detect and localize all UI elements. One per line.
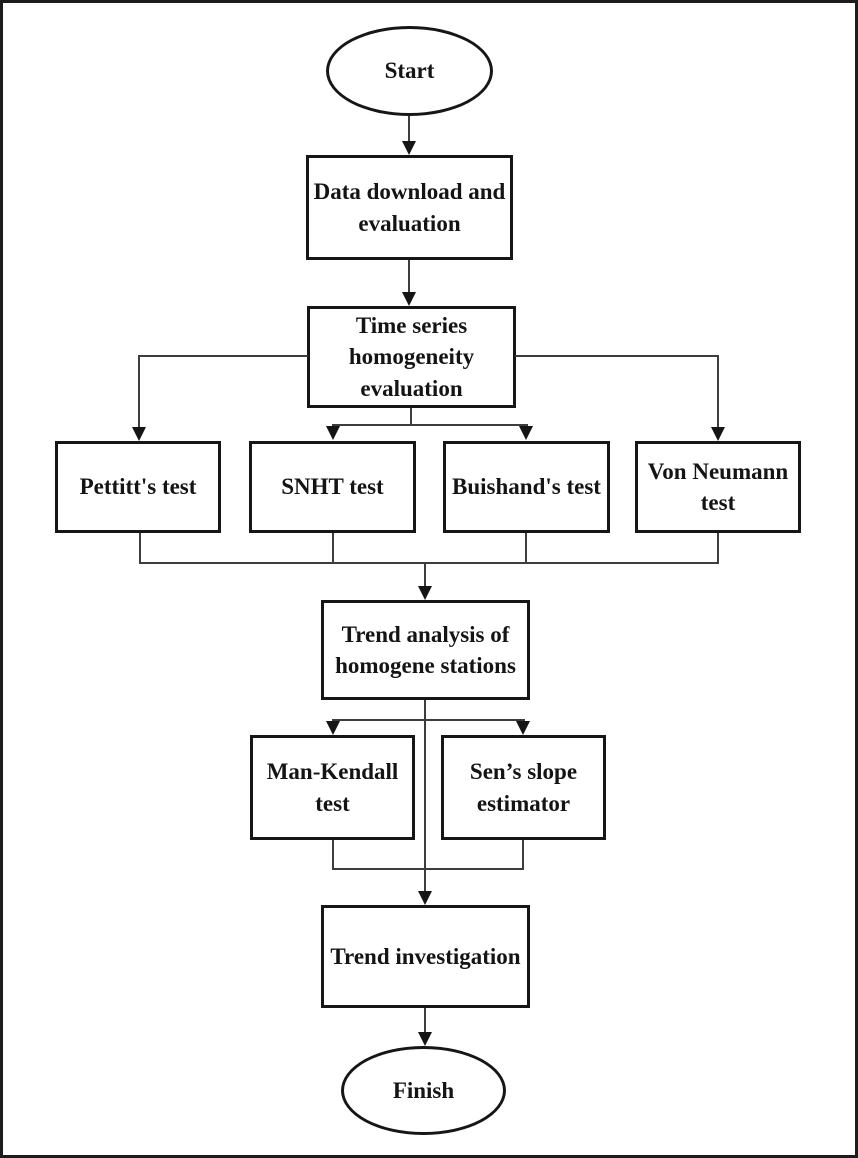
edge-time-pettitt-hline bbox=[139, 355, 308, 357]
arrowhead-down-icon bbox=[519, 426, 533, 440]
node-buishands-test: Buishand's test bbox=[443, 441, 610, 533]
arrowhead-down-icon bbox=[402, 141, 416, 155]
node-finish: Finish bbox=[341, 1046, 506, 1135]
edge-snht-out-line bbox=[332, 533, 334, 564]
arrowhead-down-icon bbox=[326, 426, 340, 440]
edge-time-pettitt-vline bbox=[138, 355, 140, 429]
node-start: Start bbox=[326, 26, 493, 116]
arrowhead-down-icon bbox=[418, 891, 432, 905]
arrowhead-down-icon bbox=[326, 721, 340, 735]
edge-collector-trendanalysis-line bbox=[424, 564, 426, 588]
edge-trendinvestigation-finish-line bbox=[424, 1008, 426, 1034]
node-trend-analysis-homogene-stations: Trend analysis of homogene stations bbox=[321, 600, 530, 700]
node-snht-test: SNHT test bbox=[249, 441, 416, 533]
edge-sensslope-out-line bbox=[522, 840, 524, 870]
edge-start-data-line bbox=[408, 116, 410, 143]
edge-mankendall-out-line bbox=[332, 840, 334, 870]
edge-tests2-collector-hline bbox=[332, 868, 524, 870]
edge-trendanalysis-main-line bbox=[424, 700, 426, 892]
node-von-neumann-test: Von Neumann test bbox=[635, 441, 801, 533]
edge-trendanalysis-branch-hline bbox=[332, 719, 525, 721]
edge-time-bottom-stub bbox=[410, 408, 412, 426]
node-trend-investigation: Trend investigation bbox=[321, 905, 530, 1008]
edge-vonneumann-out-line bbox=[717, 533, 719, 564]
edge-tests-collector-hline bbox=[139, 562, 719, 564]
edge-time-vonneumann-hline bbox=[515, 355, 719, 357]
node-pettitts-test: Pettitt's test bbox=[55, 441, 221, 533]
edge-buishand-out-line bbox=[525, 533, 527, 564]
edge-data-time-line bbox=[408, 260, 410, 294]
arrowhead-down-icon bbox=[516, 721, 530, 735]
arrowhead-down-icon bbox=[132, 427, 146, 441]
arrowhead-down-icon bbox=[418, 586, 432, 600]
edge-pettitt-out-line bbox=[139, 533, 141, 564]
edge-time-branch-hline bbox=[332, 424, 528, 426]
node-data-download-evaluation: Data download and evaluation bbox=[306, 155, 513, 260]
arrowhead-down-icon bbox=[402, 292, 416, 306]
node-sens-slope-estimator: Sen’s slope estimator bbox=[441, 735, 606, 840]
node-time-series-homogeneity-evaluation: Time series homogeneity evaluation bbox=[307, 306, 516, 408]
arrowhead-down-icon bbox=[418, 1032, 432, 1046]
node-man-kendall-test: Man-Kendall test bbox=[250, 735, 415, 840]
arrowhead-down-icon bbox=[711, 427, 725, 441]
edge-time-vonneumann-vline bbox=[717, 355, 719, 429]
